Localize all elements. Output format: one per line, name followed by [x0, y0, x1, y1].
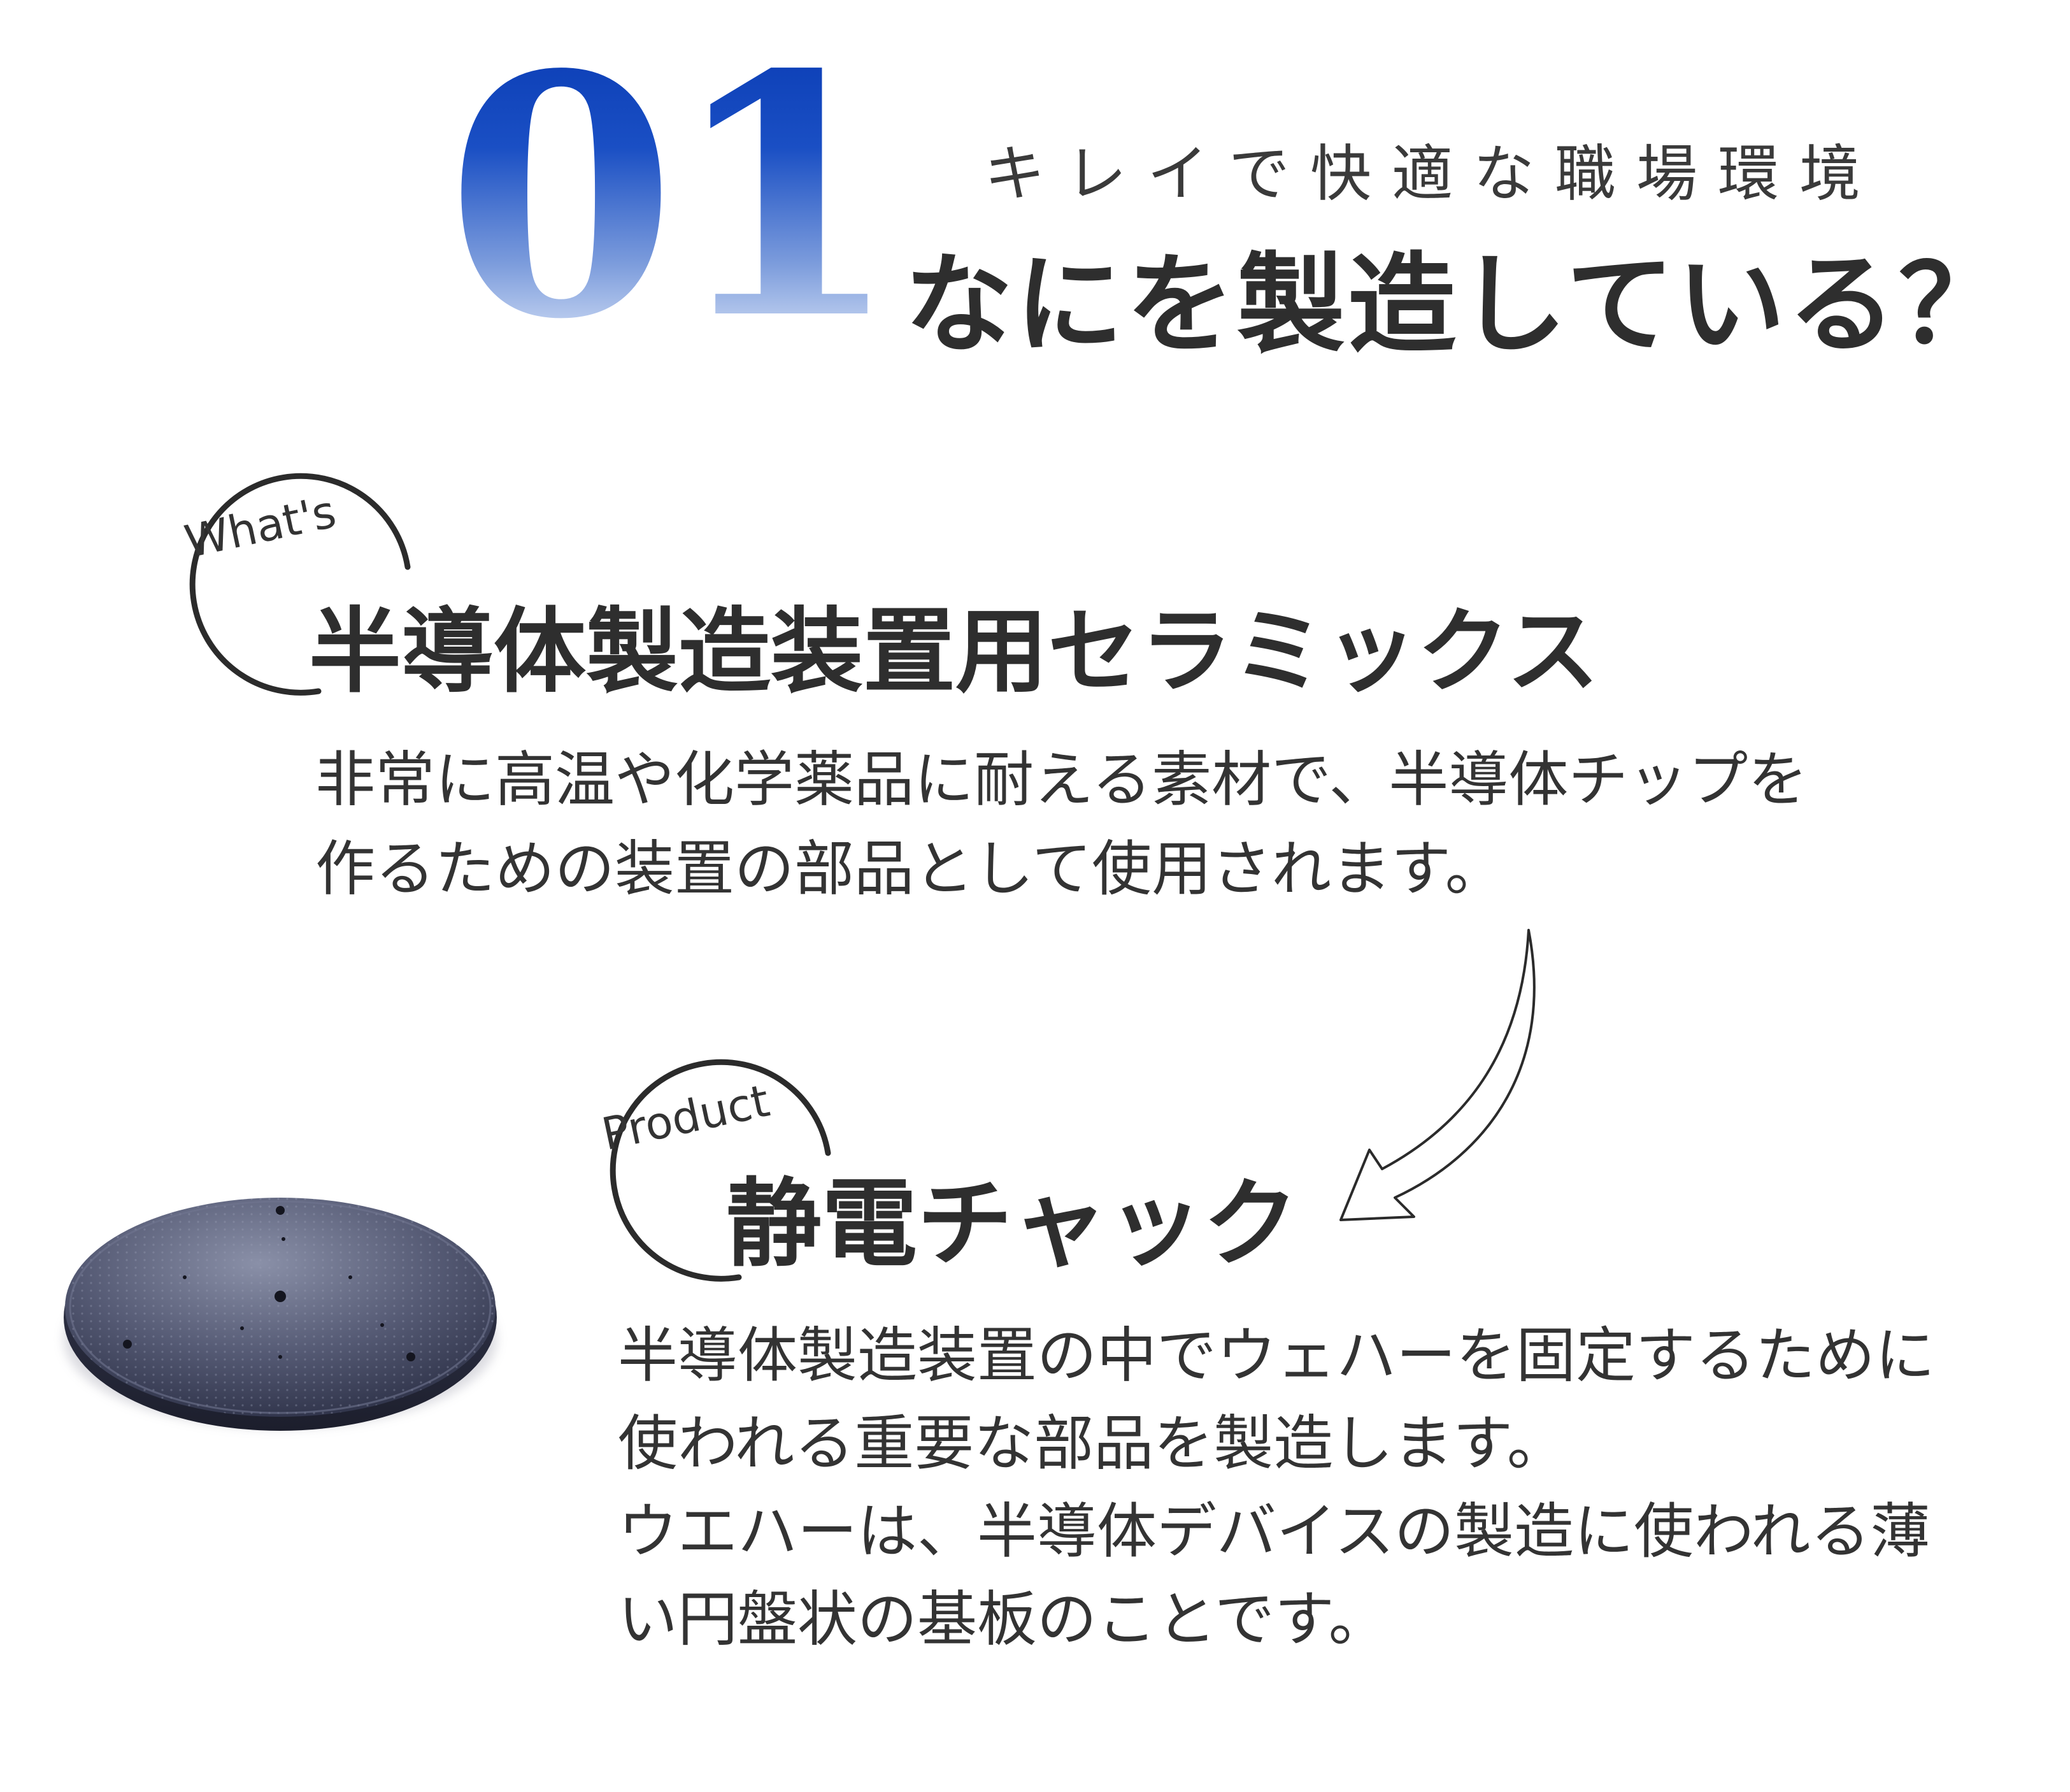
description-line: 半導体製造装置の中でウェハーを固定するために: [618, 1321, 1936, 1391]
tag-circle-decoration: [189, 473, 411, 696]
description-line: い円盤状の基板のことです。: [618, 1585, 1388, 1654]
tag-circle-decoration: [610, 1059, 831, 1282]
section-title-product: 静電チャック: [726, 1169, 1299, 1280]
section-title-ceramics: 半導体製造装置用セラミックス: [309, 598, 1599, 706]
section-description-ceramics: 非常に高温や化学薬品に耐える素材で、半導体チップを 作るための装置の部品として使…: [315, 736, 1808, 914]
section-description-product: 半導体製造装置の中でウェハーを固定するために 使われる重要な部品を製造します。 …: [618, 1312, 1935, 1664]
electrostatic-chuck-image: [64, 1198, 497, 1431]
header-caption: キレイで快適な職場環境: [984, 138, 1881, 210]
section-number: 01: [446, 3, 901, 392]
description-line: ウエハーは、半導体デバイスの製造に使われる薄: [618, 1497, 1931, 1566]
description-line: 使われる重要な部品を製造します。: [618, 1409, 1567, 1479]
page-title: なにを製造している？: [904, 242, 2009, 368]
curved-arrow-icon: [1339, 929, 1536, 1221]
description-line: 非常に高温や化学薬品に耐える素材で、半導体チップを: [315, 745, 1808, 815]
description-line: 作るための装置の部品として使用されます。: [315, 835, 1505, 904]
